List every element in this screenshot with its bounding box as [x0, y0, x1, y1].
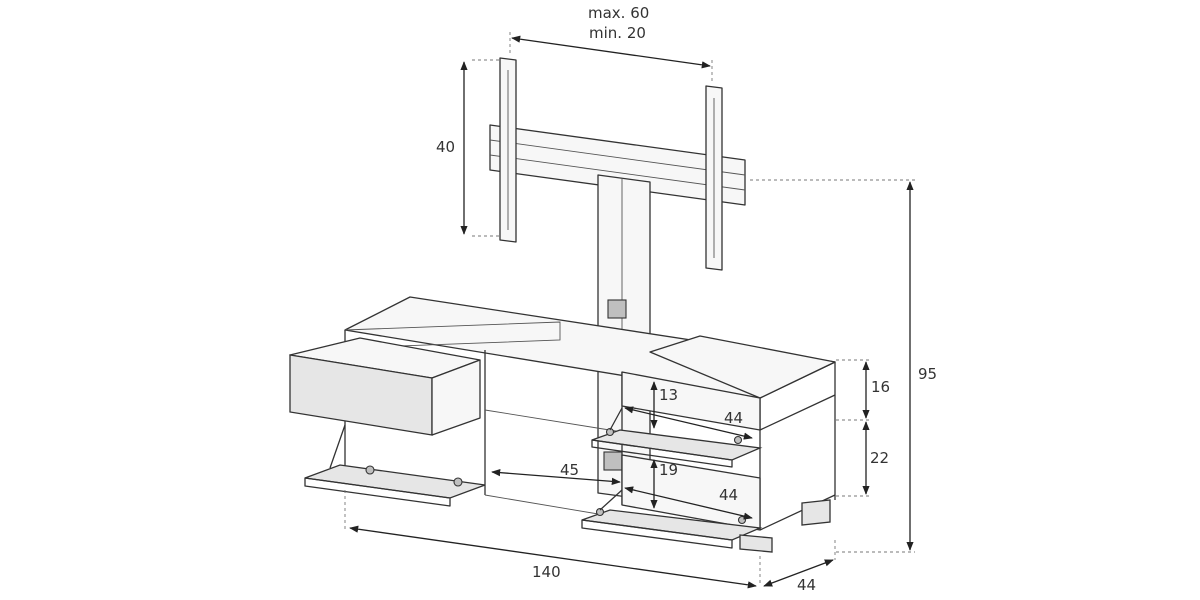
label-lower-drawer-height: 22	[870, 449, 889, 467]
label-middle-shelf-width: 45	[560, 461, 579, 479]
open-drawer	[289, 337, 481, 436]
label-upper-drawer-height: 16	[871, 378, 890, 396]
label-upper-inner-depth: 44	[724, 409, 743, 427]
dimension-labels: max. 60 min. 20 40 95 16 22 13 44 45 19 …	[436, 4, 937, 594]
dimension-arrows	[349, 35, 914, 589]
label-total-depth: 44	[797, 576, 816, 594]
foot	[739, 534, 773, 553]
foot	[801, 499, 831, 526]
cable-port-icon	[603, 451, 623, 471]
label-total-width: 140	[532, 563, 561, 581]
right-top	[649, 335, 836, 399]
extension-lines	[344, 32, 915, 585]
label-lower-inner-depth: 44	[719, 486, 738, 504]
label-width-min: min. 20	[589, 24, 646, 42]
label-upper-inner-height: 13	[659, 386, 678, 404]
label-width-max: max. 60	[588, 4, 649, 22]
cable-port-icon	[607, 299, 627, 319]
label-lower-inner-height: 19	[659, 461, 678, 479]
drawer-side	[431, 359, 481, 436]
label-total-height: 95	[918, 365, 937, 383]
label-bracket-height: 40	[436, 138, 455, 156]
